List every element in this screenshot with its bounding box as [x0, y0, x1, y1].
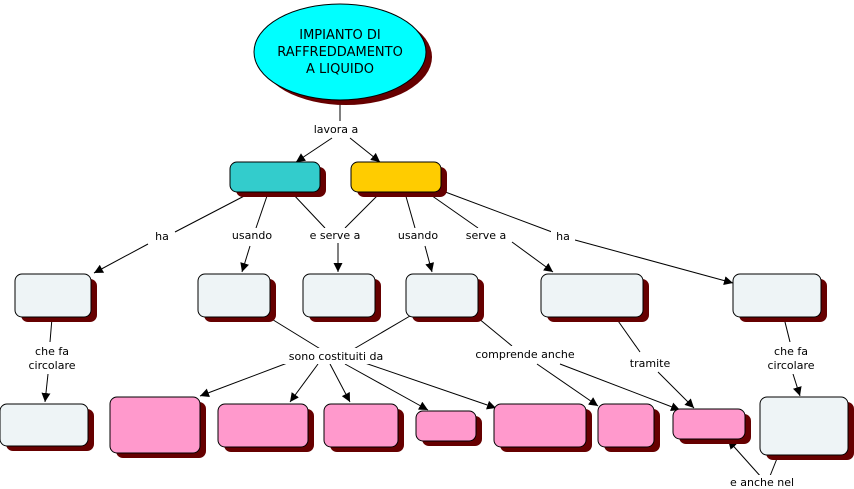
component-7: [672, 408, 746, 440]
title-line-2: RAFFREDDAMENTO: [277, 45, 403, 60]
concept-left-2: [197, 273, 271, 318]
component-5: [493, 403, 587, 448]
title-line-1: IMPIANTO DI: [299, 28, 381, 43]
component-3: [323, 403, 399, 448]
component-4: [415, 410, 477, 442]
concept-bottom-left: [0, 403, 89, 447]
label-che-fa-right: che fa: [774, 345, 808, 358]
concept-boxes: [0, 161, 854, 460]
label-lavora-a: lavora a: [314, 123, 359, 136]
title-node: IMPIANTO DI RAFFREDDAMENTO A LIQUIDO: [253, 3, 432, 105]
component-1: [109, 396, 201, 454]
label-ha-right: ha: [556, 230, 570, 243]
label-sono-costituiti-da: sono costituiti da: [289, 350, 383, 363]
label-e-anche-nel: e anche nel: [730, 476, 794, 489]
label-ha-left: ha: [155, 230, 169, 243]
label-comprende-anche: comprende anche: [475, 348, 574, 361]
label-usando-right: usando: [398, 229, 438, 242]
concept-gold: [350, 161, 442, 193]
link-labels: lavora a ha usando e serve a usando serv…: [25, 121, 819, 489]
component-2: [217, 403, 309, 448]
concept-right-2: [732, 273, 822, 318]
label-circolare-right: circolare: [767, 359, 814, 372]
label-tramite: tramite: [630, 357, 671, 370]
concept-mid-1: [302, 273, 376, 318]
label-che-fa-left: che fa: [35, 345, 69, 358]
concept-teal: [229, 161, 321, 193]
concept-mid-2: [405, 273, 479, 318]
label-usando-left: usando: [232, 229, 272, 242]
label-serve-a: serve a: [466, 229, 507, 242]
title-line-3: A LIQUIDO: [306, 62, 374, 77]
label-circolare-left: circolare: [28, 359, 75, 372]
concept-bottom-right: [759, 396, 849, 456]
connectors: [41, 100, 802, 479]
concept-left-1: [14, 273, 92, 318]
label-e-serve-a: e serve a: [310, 229, 361, 242]
concept-right-1: [540, 273, 644, 318]
component-6: [597, 403, 655, 448]
